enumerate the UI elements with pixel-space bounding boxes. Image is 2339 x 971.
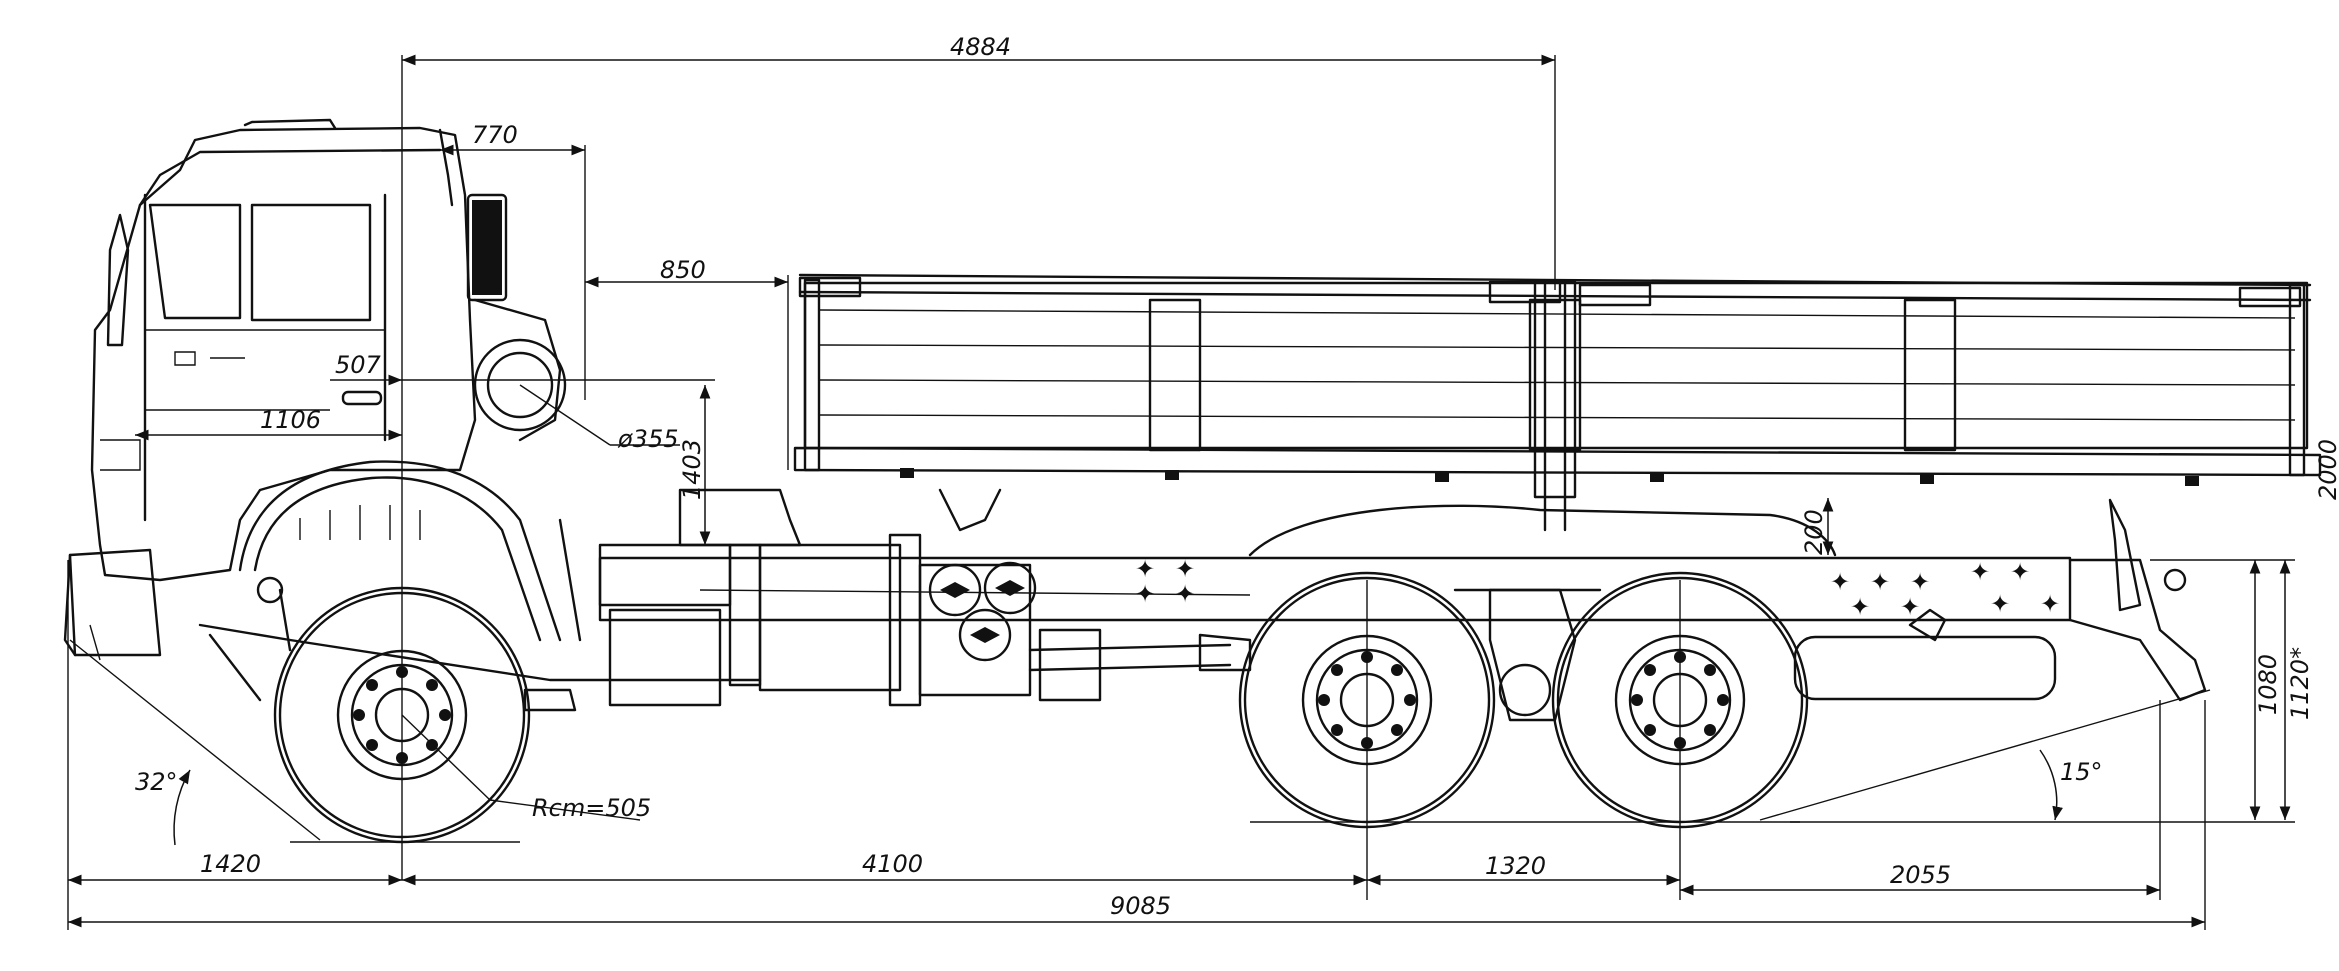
dim-1403: 1403: [678, 439, 706, 500]
frame-rivets: ✦ ✦ ✦ ✦ ✦ ✦ ✦ ✦ ✦ ✦ ✦ ✦ ✦: [1135, 555, 2060, 621]
front-suspension: [198, 518, 762, 712]
svg-text:✦: ✦: [1970, 558, 1990, 586]
ground-line: [290, 821, 1800, 843]
air-intake: [466, 193, 567, 442]
svg-text:✦: ✦: [1990, 590, 2010, 618]
dim-1080: 1080: [2254, 654, 2282, 715]
dim-1106: 1106: [260, 406, 321, 434]
dim-850: 850: [660, 256, 706, 284]
svg-text:✦: ✦: [1175, 555, 1195, 583]
dim-1120: 1120*: [2286, 647, 2314, 720]
svg-text:✦: ✦: [2010, 558, 2030, 586]
dim-1420: 1420: [200, 850, 261, 878]
dim-diameter-355: ø355: [617, 425, 679, 453]
dim-2055: 2055: [1890, 861, 1951, 889]
chassis-equipment: [598, 488, 2187, 707]
dim-1320: 1320: [1485, 852, 1546, 880]
svg-text:✦: ✦: [2040, 590, 2060, 618]
bed-pads: [900, 468, 2199, 486]
dim-770: 770: [472, 121, 518, 149]
svg-text:✦: ✦: [1910, 568, 1930, 596]
svg-text:✦: ✦: [1850, 593, 1870, 621]
angle-approach: 32°: [135, 768, 178, 796]
cargo-bed: [793, 273, 2322, 532]
angle-departure: 15°: [2060, 758, 2103, 786]
dim-2000: 2000: [2314, 439, 2339, 500]
dimension-lines: [67, 54, 2295, 930]
dim-rcm: Rcm=505: [532, 794, 651, 822]
svg-text:✦: ✦: [1175, 580, 1195, 608]
rear-bogie: [1453, 588, 1602, 722]
dimension-labels: 4884 770 850 507 1106 ø355 1403 200 1420…: [135, 33, 2339, 920]
dim-9085: 9085: [1110, 892, 1171, 920]
dim-507: 507: [335, 351, 382, 379]
dim-200: 200: [1800, 509, 1828, 555]
svg-text:✦: ✦: [1830, 568, 1850, 596]
svg-text:✦: ✦: [1870, 568, 1890, 596]
chassis-frame: ✦ ✦ ✦ ✦ ✦ ✦ ✦ ✦ ✦ ✦ ✦ ✦ ✦: [598, 504, 2207, 702]
svg-text:✦: ✦: [1135, 555, 1155, 583]
dim-4884: 4884: [950, 33, 1011, 61]
svg-text:✦: ✦: [1900, 593, 1920, 621]
svg-text:✦: ✦: [1135, 580, 1155, 608]
front-fender: [238, 460, 562, 642]
dim-4100: 4100: [862, 850, 923, 878]
